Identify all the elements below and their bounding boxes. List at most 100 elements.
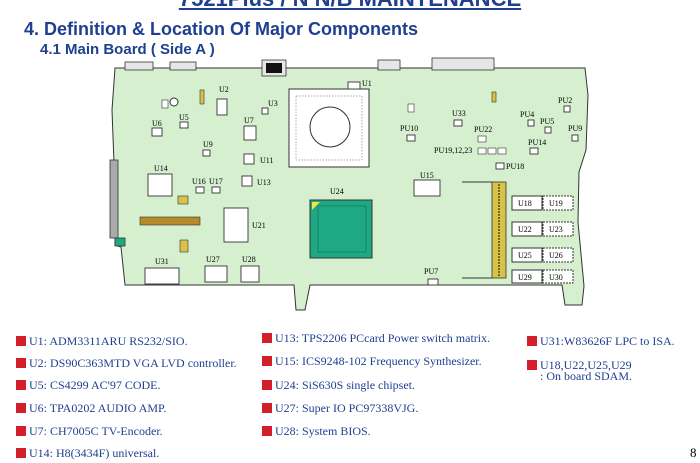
chip-pu9	[571, 134, 579, 142]
pu19-cap-3	[497, 147, 507, 155]
label-u33: U33	[452, 109, 466, 118]
label-pu2: PU2	[558, 96, 572, 105]
header-u2-side	[199, 89, 205, 105]
chip-u5	[179, 121, 189, 129]
pu22-cap	[477, 135, 487, 143]
legend-marker	[262, 380, 272, 390]
connector-top-2	[169, 61, 197, 71]
label-u29: U29	[518, 273, 532, 282]
chip-u28	[240, 265, 260, 283]
legend-marker	[16, 403, 26, 413]
cpu-socket-lever	[309, 106, 351, 148]
label-u23: U23	[549, 225, 563, 234]
label-pu14: PU14	[528, 138, 546, 147]
label-u21: U21	[252, 221, 266, 230]
label-u3: U3	[268, 99, 278, 108]
chip-u14	[147, 173, 173, 197]
chip-pu5	[544, 126, 552, 134]
label-pu10: PU10	[400, 124, 418, 133]
legend-item-u27: U27: Super IO PC97338VJG.	[262, 401, 418, 416]
sdram-u30	[542, 269, 574, 284]
chipset-u24	[309, 199, 373, 259]
legend-item-u1: U1: ADM3311ARU RS232/SIO.	[16, 334, 188, 349]
chip-u16	[195, 186, 205, 194]
label-u2: U2	[219, 85, 229, 94]
label-u9: U9	[203, 140, 213, 149]
connector-left-2	[114, 237, 126, 247]
chip-pu2	[563, 105, 571, 113]
cap-u33-top	[407, 103, 415, 113]
label-pu19-12-23: PU19,12,23	[434, 146, 472, 155]
sdram-u18	[511, 195, 543, 211]
label-u28: U28	[242, 255, 256, 264]
legend-item-u28: U28: System BIOS.	[262, 424, 371, 439]
label-pu5: PU5	[540, 117, 554, 126]
header-u17-side	[177, 195, 189, 205]
sdram-u23	[542, 221, 574, 237]
legend-marker	[527, 360, 537, 370]
label-pu18: PU18	[506, 162, 524, 171]
chip-u1	[347, 81, 361, 90]
legend-item-u31: U31:W83626F LPC to ISA.	[527, 334, 675, 349]
power-jack	[266, 63, 282, 73]
connector-top-5	[431, 57, 495, 71]
label-u6: U6	[152, 119, 162, 128]
chip-pu10	[406, 134, 416, 142]
sdram-u25	[511, 247, 543, 263]
label-u17: U17	[209, 177, 223, 186]
label-u30: U30	[549, 273, 563, 282]
legend-item-u14: U14: H8(3434F) universal.	[16, 446, 159, 461]
label-u26: U26	[549, 251, 563, 260]
legend-marker	[16, 380, 26, 390]
legend-marker	[16, 448, 26, 458]
label-u15: U15	[420, 171, 434, 180]
page-number: 8	[690, 445, 697, 460]
legend-item-u5: U5: CS4299 AC'97 CODE.	[16, 378, 161, 393]
header-u21-side	[179, 239, 189, 253]
label-pu4: PU4	[520, 110, 534, 119]
chip-u9	[202, 149, 211, 157]
chip-u21	[223, 207, 249, 243]
chip-pu7	[427, 278, 439, 286]
pu19-cap-2	[487, 147, 497, 155]
label-pu7: PU7	[424, 267, 438, 276]
sdram-u29	[511, 269, 543, 284]
pu19-cap-1	[477, 147, 487, 155]
connector-top-1	[124, 61, 154, 71]
legend-item-u24: U24: SiS630S single chipset.	[262, 378, 415, 393]
label-u13: U13	[257, 178, 271, 187]
label-u19: U19	[549, 199, 563, 208]
legend-item-u13: U13: TPS2206 PCcard Power switch matrix.	[262, 331, 490, 346]
chip-u7	[243, 125, 257, 141]
label-u1: U1	[362, 79, 372, 88]
label-u27: U27	[206, 255, 220, 264]
label-u18: U18	[518, 199, 532, 208]
legend-marker	[527, 336, 537, 346]
label-u7: U7	[244, 116, 254, 125]
sdram-u26	[542, 247, 574, 263]
chip-u3	[261, 107, 269, 115]
label-u25: U25	[518, 251, 532, 260]
chip-u27	[204, 265, 228, 283]
chip-u13	[241, 175, 253, 187]
cap-u5-a	[161, 99, 169, 109]
chip-u17	[211, 186, 221, 194]
document-banner: 7521Plus / N N/B MAINTENANCE	[0, 0, 700, 12]
label-u22: U22	[518, 225, 532, 234]
section-title: 4. Definition & Location Of Major Compon…	[24, 19, 418, 39]
legend-marker	[262, 356, 272, 366]
legend-item-u2: U2: DS90C363MTD VGA LVD controller.	[16, 356, 237, 371]
flex-connector	[139, 216, 201, 226]
legend-marker	[16, 358, 26, 368]
legend-marker	[262, 333, 272, 343]
chip-u6	[151, 127, 163, 137]
legend-marker	[16, 426, 26, 436]
chip-pu14	[529, 147, 539, 155]
legend-marker	[262, 403, 272, 413]
sdram-u22	[511, 221, 543, 237]
chip-u2	[216, 98, 228, 116]
legend-item-u6: U6: TPA0202 AUDIO AMP.	[16, 401, 166, 416]
legend-marker	[16, 336, 26, 346]
chip-u33	[453, 119, 463, 127]
